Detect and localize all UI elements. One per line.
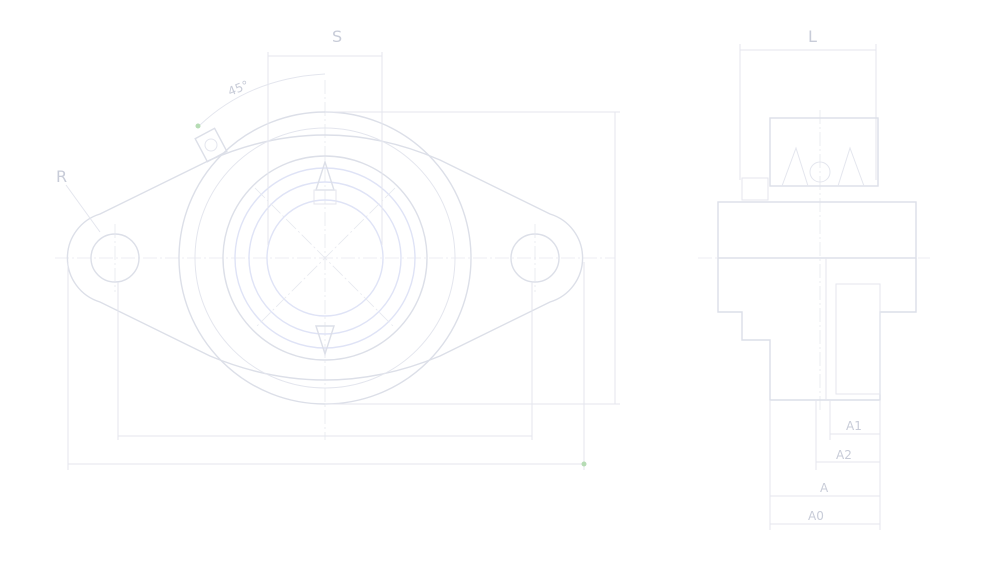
- angle-label: 45°: [226, 78, 251, 99]
- grease-nipple-side: [741, 177, 769, 201]
- a2-label: A2: [836, 448, 852, 462]
- bearing-outer-ring: [222, 155, 428, 361]
- shaft-bore: [266, 199, 384, 317]
- r-label: R: [56, 167, 67, 186]
- a0-label: A0: [808, 509, 824, 523]
- housing-circle: [194, 127, 456, 389]
- bottom-set-screw: [315, 325, 335, 357]
- bearing-raceway: [234, 167, 416, 349]
- bearing-inner-ring: [248, 181, 402, 335]
- front-view: S 45° R: [55, 27, 620, 470]
- s-dimension-label: S: [332, 27, 342, 46]
- set-screw-head: [313, 189, 337, 205]
- r-leader-line: [65, 184, 101, 233]
- housing-side: [717, 258, 917, 401]
- inner-ring-side: [835, 283, 881, 395]
- a1-label: A1: [846, 419, 862, 433]
- side-view: L A1 A2 A A0: [698, 27, 930, 530]
- angle-dimension-arc: [199, 73, 326, 126]
- flange-outline: [66, 134, 584, 381]
- flange-side: [717, 201, 917, 259]
- l-dimension-label: L: [808, 27, 817, 46]
- grease-nipple: [194, 127, 228, 163]
- locking-collar: [769, 117, 879, 187]
- a-label: A: [820, 481, 829, 495]
